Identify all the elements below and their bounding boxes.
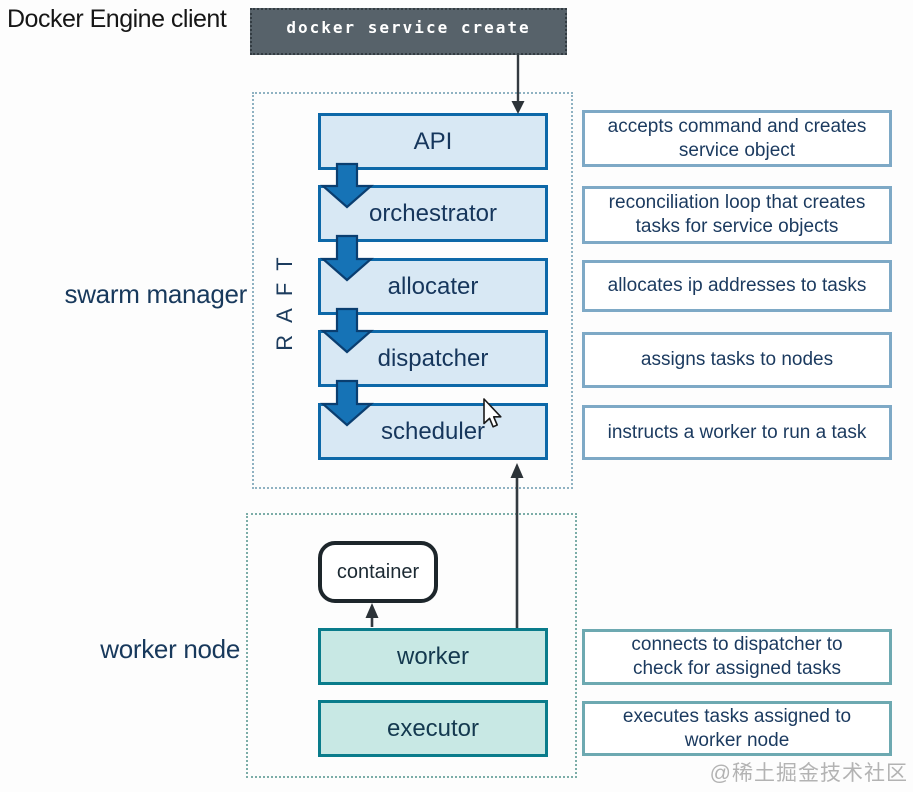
docker-command-box: docker service create: [250, 8, 567, 55]
swarm-manager-group-outline: [252, 92, 573, 489]
description-executor: executes tasks assigned to worker node: [582, 701, 892, 756]
worker-box: worker: [318, 628, 548, 685]
raft-label: RAFT: [272, 245, 297, 351]
worker-node-label: worker node: [100, 634, 240, 664]
docker-command-text: docker service create: [286, 17, 531, 37]
swarm-manager-label: swarm manager: [64, 279, 248, 309]
site-watermark: @稀土掘金技术社区: [709, 762, 908, 785]
stage-box-api: API: [318, 113, 548, 170]
description-scheduler: instructs a worker to run a task: [582, 405, 892, 460]
description-worker: connects to dispatcher to check for assi…: [582, 629, 892, 685]
stage-box-orchestrator: orchestrator: [318, 185, 548, 242]
docker-engine-client-label: Docker Engine client: [7, 5, 227, 33]
stage-box-allocater: allocater: [318, 258, 548, 315]
container-box: container: [318, 541, 438, 603]
executor-box: executor: [318, 700, 548, 757]
description-api: accepts command and creates service obje…: [582, 110, 892, 167]
description-allocater: allocates ip addresses to tasks: [582, 260, 892, 312]
stage-box-scheduler: scheduler: [318, 403, 548, 460]
stage-box-dispatcher: dispatcher: [318, 330, 548, 387]
description-dispatcher: assigns tasks to nodes: [582, 332, 892, 388]
worker-node-group-outline: [246, 513, 577, 778]
description-orchestrator: reconciliation loop that creates tasks f…: [582, 186, 892, 244]
